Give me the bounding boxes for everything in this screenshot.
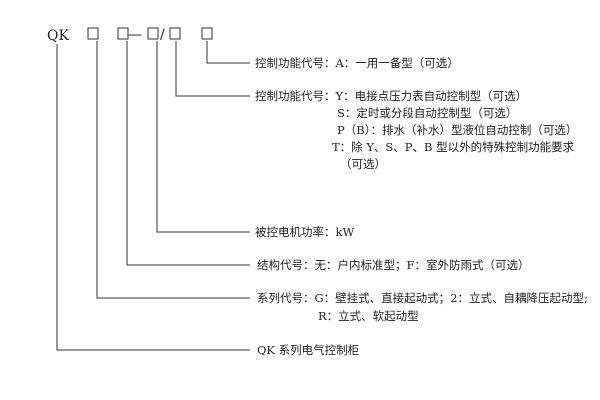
control-code-box: [169, 27, 181, 40]
code-dash: —: [128, 27, 142, 43]
desc-control-s: S：定时或分段自动控制型（可选）: [337, 106, 517, 120]
desc-series-line2: R：立式、软起动型: [318, 309, 419, 323]
code-prefix: QK: [47, 28, 69, 44]
structure-code-box: [117, 27, 129, 40]
desc-product: QK 系列电气控制柜: [257, 343, 359, 357]
desc-control-a: 控制功能代号：A：一用一备型（可选）: [255, 56, 459, 70]
desc-control-t: T：除 Y、S、P、B 型以外的特殊控制功能要求: [332, 140, 575, 154]
series-code-box: [87, 27, 99, 40]
leader-line-control: [175, 41, 250, 97]
control-a-code-box: [201, 27, 213, 40]
desc-control-p: P（B）：排水（补水）型液位自动控制（可选）: [337, 123, 577, 137]
leader-line-product: [56, 44, 250, 351]
desc-power: 被控电机功率：kW: [255, 225, 354, 239]
leader-line-structure: [126, 41, 250, 266]
code-slash: /: [160, 27, 165, 43]
desc-control-y: 控制功能代号：Y：电接点压力表自动控制型（可选）: [255, 89, 527, 103]
leader-line-power: [156, 41, 250, 233]
leader-line-series: [96, 41, 250, 299]
power-code-box: [147, 27, 159, 40]
leader-line-control-a: [206, 41, 250, 64]
desc-structure: 结构代号：无：户内标准型；F：室外防雨式（可选）: [257, 258, 529, 272]
desc-control-t-optional: （可选）: [340, 157, 386, 171]
desc-series-line1: 系列代号：G：壁挂式、直接起动式；2：立式、自耦降压起动型;: [257, 291, 588, 305]
